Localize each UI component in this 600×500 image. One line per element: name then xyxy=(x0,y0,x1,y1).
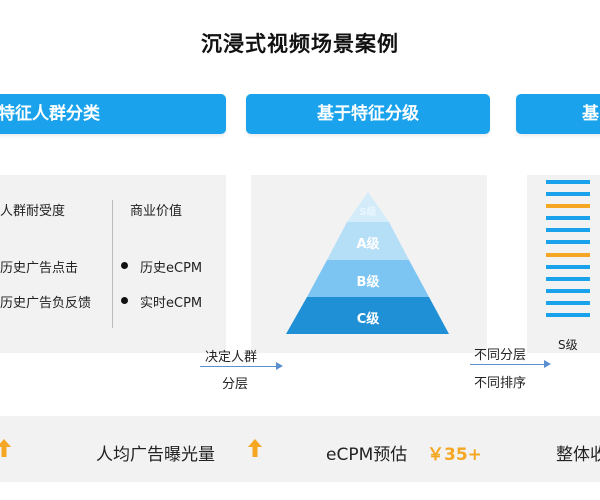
arrow-right-icon xyxy=(544,360,551,368)
ranking-bar xyxy=(546,204,590,209)
arrow-label-top: 决定人群 xyxy=(205,350,258,365)
pyramid-tier-c xyxy=(286,297,449,334)
up-arrow-icon xyxy=(248,439,262,457)
list-item: 历史广告点击 xyxy=(0,261,79,276)
metric-value-ecpm: ￥35+ xyxy=(427,445,482,465)
arrow-right-icon xyxy=(276,362,283,370)
column-divider xyxy=(112,200,113,328)
arrow-label-bottom: 不同排序 xyxy=(474,376,527,391)
ranking-bar xyxy=(546,228,590,233)
metric-label-exposure: 人均广告曝光量 xyxy=(96,445,215,465)
ranking-bar xyxy=(546,240,590,245)
bars-label: S级 xyxy=(558,338,578,352)
tier-label-s: S级 xyxy=(359,207,377,218)
tier-label-c: C级 xyxy=(356,312,380,327)
ranking-bar xyxy=(546,288,590,293)
list-item: 历史eCPM xyxy=(140,261,203,276)
tier-label-a: A级 xyxy=(356,237,380,252)
page-title: 沉浸式视频场景案例 xyxy=(201,32,399,56)
pyramid-tier-b xyxy=(307,260,429,297)
banner-label: 基 xyxy=(582,104,599,124)
tier-label-b: B级 xyxy=(356,275,380,290)
banner-label: 基于特征分级 xyxy=(317,104,419,124)
ranking-bar xyxy=(546,300,590,305)
ranking-bar xyxy=(546,276,590,281)
bullet-icon xyxy=(121,262,128,269)
banner-feature-grading: 基于特征分级 xyxy=(246,94,490,134)
list-item: 历史广告负反馈 xyxy=(0,296,92,311)
banner-feature-classification: 特征人群分类 xyxy=(0,94,226,134)
ranking-bar xyxy=(546,192,590,197)
ranking-bar xyxy=(546,313,590,318)
banner-third: 基 xyxy=(516,94,600,134)
results-band xyxy=(0,416,600,482)
panel-feature-classification xyxy=(0,175,226,353)
arrow-label-bottom: 分层 xyxy=(222,377,249,392)
ranking-bar xyxy=(546,216,590,221)
column-header-commercial-value: 商业价值 xyxy=(130,204,183,219)
column-header-tolerance: 人群耐受度 xyxy=(0,204,66,219)
arrow-label-top: 不同分层 xyxy=(474,348,527,363)
arrow-line xyxy=(200,366,276,367)
ranking-bar xyxy=(546,252,590,257)
ranking-bar xyxy=(546,180,590,184)
ranking-bars xyxy=(546,180,590,325)
bullet-icon xyxy=(121,297,128,304)
metric-label-ecpm: eCPM预估 xyxy=(326,445,408,465)
banner-label: 特征人群分类 xyxy=(0,104,100,124)
list-item: 实时eCPM xyxy=(140,296,203,311)
ranking-bar xyxy=(546,264,590,269)
pyramid-tier-s xyxy=(347,192,389,222)
pyramid-tier-a xyxy=(327,222,409,260)
up-arrow-icon xyxy=(0,439,11,457)
metric-label-overall: 整体收 xyxy=(556,445,600,465)
arrow-line xyxy=(470,364,544,365)
